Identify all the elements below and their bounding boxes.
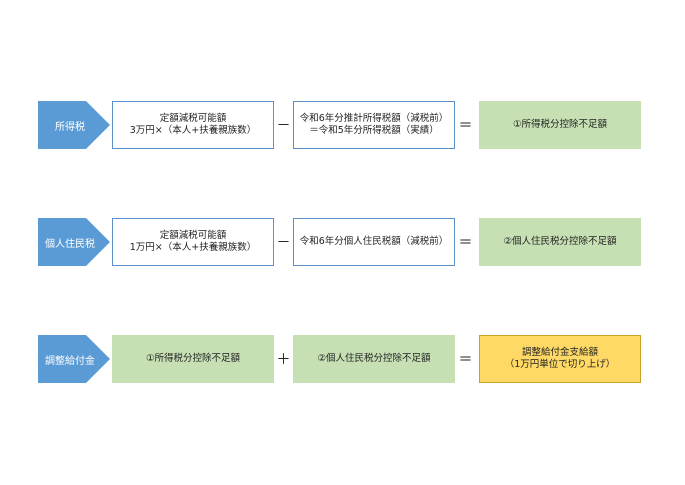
result-box: ②個人住民税分控除不足額 — [479, 218, 641, 266]
row-income-tax: 所得税 定額減税可能額 3万円×（本人+扶養親族数） － 令和6年分推計所得税額… — [0, 101, 685, 151]
benefit-amount-box: 調整給付金支給額 （1万円単位で切り上げ） — [479, 335, 641, 383]
category-tag-adjustment-benefit: 調整給付金 — [38, 335, 110, 383]
minus-operator: － — [276, 235, 291, 251]
box-line: ②個人住民税分控除不足額 — [503, 236, 617, 247]
category-label: 個人住民税 — [45, 238, 95, 250]
estimated-tax-box: 令和6年分推計所得税額（減税前） ＝令和5年分所得税額（実績） — [293, 101, 455, 149]
category-label: 所得税 — [55, 121, 85, 133]
resident-tax-box: 令和6年分個人住民税額（減税前） — [293, 218, 455, 266]
deduction-amount-box: 定額減税可能額 1万円×（本人+扶養親族数） — [112, 218, 274, 266]
resident-tax-shortfall-box: ②個人住民税分控除不足額 — [293, 335, 455, 383]
arrow-tag-shape — [38, 218, 110, 266]
category-label: 調整給付金 — [45, 355, 95, 367]
box-line: 令和6年分個人住民税額（減税前） — [299, 236, 449, 247]
arrow-tag-shape — [38, 335, 110, 383]
category-tag-income-tax: 所得税 — [38, 101, 110, 149]
equals-operator: ＝ — [458, 118, 473, 134]
box-line: ①所得税分控除不足額 — [145, 353, 241, 364]
category-tag-resident-tax: 個人住民税 — [38, 218, 110, 266]
box-line: 定額減税可能額 — [159, 113, 227, 124]
box-line: 調整給付金支給額 — [521, 347, 598, 358]
box-line: 1万円×（本人+扶養親族数） — [129, 242, 257, 253]
box-line: ②個人住民税分控除不足額 — [317, 353, 431, 364]
minus-operator: － — [276, 118, 291, 134]
plus-operator: ＋ — [276, 352, 291, 368]
result-box: ①所得税分控除不足額 — [479, 101, 641, 149]
income-tax-shortfall-box: ①所得税分控除不足額 — [112, 335, 274, 383]
deduction-amount-box: 定額減税可能額 3万円×（本人+扶養親族数） — [112, 101, 274, 149]
box-line: （1万円単位で切り上げ） — [504, 359, 616, 370]
row-adjustment-benefit: 調整給付金 ①所得税分控除不足額 ＋ ②個人住民税分控除不足額 ＝ 調整給付金支… — [0, 335, 685, 385]
equals-operator: ＝ — [458, 352, 473, 368]
arrow-tag-shape — [38, 101, 110, 149]
box-line: ①所得税分控除不足額 — [512, 119, 608, 130]
box-line: ＝令和5年分所得税額（実績） — [309, 125, 439, 136]
box-line: 令和6年分推計所得税額（減税前） — [299, 113, 449, 124]
equals-operator: ＝ — [458, 235, 473, 251]
row-resident-tax: 個人住民税 定額減税可能額 1万円×（本人+扶養親族数） － 令和6年分個人住民… — [0, 218, 685, 268]
box-line: 定額減税可能額 — [159, 230, 227, 241]
box-line: 3万円×（本人+扶養親族数） — [129, 125, 257, 136]
